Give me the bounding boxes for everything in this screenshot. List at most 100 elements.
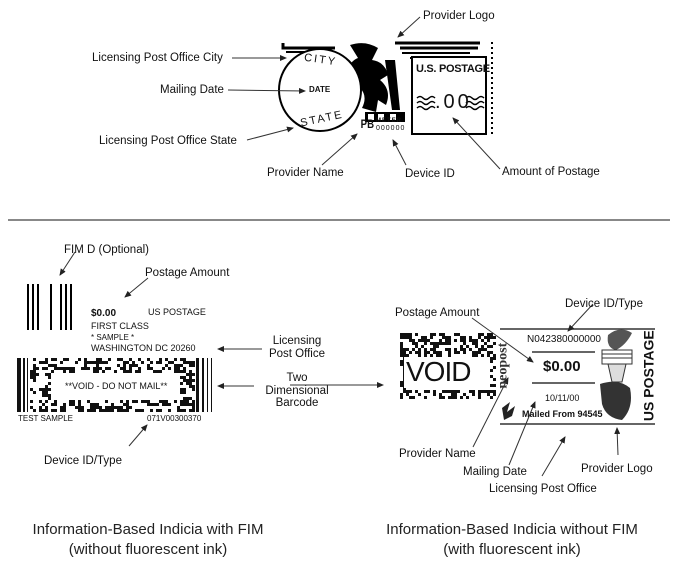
barcode-module: [180, 382, 183, 385]
barcode-module: [81, 409, 84, 412]
barcode-module: [108, 409, 111, 412]
barcode-module: [174, 364, 177, 367]
barcode-module: [481, 339, 484, 342]
barcode-module: [472, 351, 475, 354]
barcode-module: [123, 403, 126, 406]
barcode-module: [111, 409, 114, 412]
barcode-module: [159, 361, 162, 364]
barcode-module: [186, 397, 189, 400]
barcode-module: [45, 394, 48, 397]
barcode-module: [493, 342, 496, 345]
barcode-module: [42, 367, 45, 370]
barcode-module: [180, 403, 183, 406]
barcode-module: [469, 339, 472, 342]
fim-amount: $0.00: [91, 308, 117, 319]
barcode-module: [120, 400, 123, 403]
barcode-module: [51, 364, 54, 367]
barcode-module: [183, 376, 186, 379]
barcode-module: [445, 390, 448, 393]
barcode-module: [472, 390, 475, 393]
barcode-module: [78, 358, 81, 361]
barcode-module: [48, 397, 51, 400]
barcode-module: [430, 342, 433, 345]
barcode-module: [117, 409, 120, 412]
barcode-module: [433, 348, 436, 351]
barcode-module: [460, 396, 463, 399]
barcode-module: [123, 409, 126, 412]
barcode-module: [400, 354, 403, 357]
barcode-module: [400, 396, 403, 399]
barcode-module: [454, 393, 457, 396]
barcode-module: [475, 342, 478, 345]
barcode-module: [490, 390, 493, 393]
barcode-module: [409, 390, 412, 393]
barcode-module: [451, 393, 454, 396]
stamp-provider-initials: PB: [360, 117, 375, 131]
barcode-module: [436, 345, 439, 348]
barcode-module: [463, 393, 466, 396]
barcode-module: [129, 364, 132, 367]
barcode-module: [180, 364, 183, 367]
barcode-module: [45, 367, 48, 370]
barcode-module: [493, 357, 496, 360]
barcode-module: [66, 358, 69, 361]
barcode-module: [63, 370, 66, 373]
barcode-module: [183, 400, 186, 403]
barcode-module: [99, 361, 102, 364]
barcode-module: [421, 339, 424, 342]
barcode-module: [78, 409, 81, 412]
label-postage-amount-left: Postage Amount: [145, 267, 230, 279]
barcode-module: [183, 388, 186, 391]
barcode-module: [454, 390, 457, 393]
barcode-module: [66, 367, 69, 370]
barcode-module: [30, 400, 33, 403]
barcode-module: [430, 333, 433, 336]
barcode-module: [189, 382, 192, 385]
barcode-module: [457, 333, 460, 336]
barcode-module: [192, 379, 195, 382]
barcode-module: [69, 370, 72, 373]
barcode-module: [189, 385, 192, 388]
barcode-module: [30, 370, 33, 373]
barcode-module: [409, 336, 412, 339]
barcode-module: [138, 358, 141, 361]
barcode-module: [63, 403, 66, 406]
barcode-module: [186, 403, 189, 406]
barcode-module: [466, 345, 469, 348]
barcode-module: [400, 345, 403, 348]
barcode-module: [469, 336, 472, 339]
barcode-module: [42, 409, 45, 412]
barcode-module: [481, 345, 484, 348]
barcode-module: [93, 361, 96, 364]
barcode-module: [189, 373, 192, 376]
barcode-module: [478, 351, 481, 354]
barcode-module: [424, 351, 427, 354]
barcode-module: [424, 336, 427, 339]
barcode-module: [484, 336, 487, 339]
barcode-module: [117, 364, 120, 367]
barcode-module: [168, 361, 171, 364]
fim-barcode: [27, 284, 72, 330]
barcode-module: [472, 339, 475, 342]
barcode-module: [132, 361, 135, 364]
barcode-module: [138, 367, 141, 370]
barcode-module: [102, 361, 105, 364]
barcode-module: [439, 342, 442, 345]
barcode-module: [189, 403, 192, 406]
barcode-module: [463, 348, 466, 351]
barcode-module: [403, 354, 406, 357]
barcode-module: [141, 409, 144, 412]
barcode-module: [51, 370, 54, 373]
barcode-module: [72, 403, 75, 406]
barcode-module: [171, 361, 174, 364]
barcode-module: [168, 409, 171, 412]
label-provider-logo: Provider Logo: [423, 10, 495, 22]
barcode-module: [192, 373, 195, 376]
caption-with-fim-line2: (without fluorescent ink): [68, 541, 228, 559]
neopost-logo-icon: [502, 402, 515, 420]
barcode-module: [490, 336, 493, 339]
barcode-module: [102, 409, 105, 412]
barcode-module: [33, 364, 36, 367]
barcode-module: [135, 364, 138, 367]
eagle-logo-icon: [346, 43, 405, 122]
